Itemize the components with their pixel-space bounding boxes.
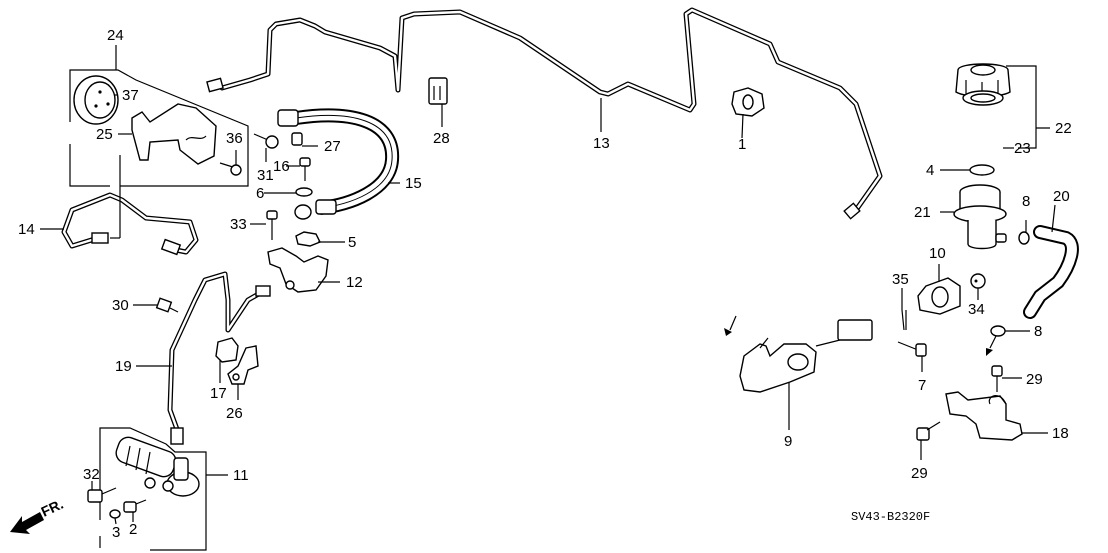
- callout-5: 5: [348, 234, 356, 251]
- callout-8b: 8: [1034, 323, 1042, 340]
- callout-19: 19: [115, 358, 132, 375]
- callout-3: 3: [112, 524, 120, 541]
- callout-labels: 24 37 25 36 31 27 16 6 33 5 12 15 28 13 …: [18, 27, 1072, 541]
- clutch-master-cylinder[interactable]: [724, 315, 873, 393]
- bleeder-screw-2[interactable]: [123, 499, 147, 513]
- bleeder-cap-3[interactable]: [109, 509, 121, 519]
- callout-31: 31: [257, 167, 274, 184]
- callout-25: 25: [96, 126, 113, 143]
- callout-2: 2: [129, 521, 137, 538]
- callout-22: 22: [1055, 120, 1072, 137]
- reservoir-tank-21[interactable]: [953, 184, 1007, 250]
- union-bolt-33[interactable]: [266, 210, 278, 240]
- callout-21: 21: [914, 204, 931, 221]
- callout-27: 27: [324, 138, 341, 155]
- bolt-31[interactable]: [253, 133, 279, 149]
- callout-8a: 8: [1022, 193, 1030, 210]
- callout-11: 11: [233, 467, 249, 484]
- callout-10: 10: [929, 245, 946, 262]
- callout-4: 4: [926, 162, 934, 179]
- washer-6[interactable]: [295, 187, 313, 197]
- front-direction-arrow: FR.: [10, 496, 66, 534]
- callout-34: 34: [968, 301, 985, 318]
- damper-assembly[interactable]: [69, 69, 249, 187]
- hose-clip-5[interactable]: [295, 231, 321, 247]
- clutch-pipe-short[interactable]: [61, 192, 199, 256]
- callout-24: 24: [107, 27, 124, 44]
- callout-6: 6: [256, 185, 264, 202]
- flange-bolt-29[interactable]: [986, 335, 1003, 392]
- master-cylinder-gasket-10[interactable]: [917, 277, 961, 315]
- flange-bolt: [230, 164, 242, 176]
- reservoir-hose-20[interactable]: [1023, 225, 1079, 319]
- pipe-clip-1[interactable]: [731, 87, 765, 117]
- callout-18: 18: [1052, 425, 1069, 442]
- hose-bracket-12[interactable]: [267, 247, 329, 293]
- hose-clamp-8[interactable]: [1018, 231, 1030, 245]
- callout-37: 37: [122, 87, 139, 104]
- reservoir-bracket-18[interactable]: [945, 391, 1023, 441]
- callout-12: 12: [346, 274, 363, 291]
- callout-7: 7: [918, 377, 926, 394]
- clutch-pipe-main[interactable]: [206, 7, 883, 220]
- bleeder-union-30[interactable]: [155, 297, 179, 313]
- hose-clamp-8b[interactable]: [990, 325, 1006, 337]
- callout-1: 1: [738, 136, 746, 153]
- grommet-34[interactable]: [970, 273, 986, 289]
- callout-36: 36: [226, 130, 243, 147]
- callout-32: 32: [83, 466, 100, 483]
- callout-29a: 29: [1026, 371, 1043, 388]
- clutch-slave-cylinder[interactable]: [99, 427, 207, 551]
- callout-9: 9: [784, 433, 792, 450]
- pipe-stay-26[interactable]: [227, 345, 259, 385]
- pipe-clip-28[interactable]: [428, 77, 448, 105]
- callout-28: 28: [433, 130, 450, 147]
- callout-17: 17: [210, 385, 227, 402]
- callout-15: 15: [405, 175, 422, 192]
- damper-bracket: [131, 103, 217, 165]
- pipe-clamp-17[interactable]: [215, 337, 239, 363]
- reservoir-float-plate-4[interactable]: [969, 164, 995, 176]
- leader-lines: [40, 45, 1056, 525]
- cotter-pin-35[interactable]: [901, 309, 907, 331]
- clutch-pipe-slave[interactable]: [167, 271, 271, 445]
- clip-27[interactable]: [291, 132, 303, 146]
- cap-seal-23[interactable]: [962, 90, 1004, 106]
- flange-bolt-29b[interactable]: [916, 421, 941, 441]
- callout-23: 23: [1014, 140, 1031, 157]
- grommet[interactable]: [294, 204, 312, 220]
- callout-26: 26: [226, 405, 243, 422]
- callout-16: 16: [273, 158, 290, 175]
- pushrod-bolt-32[interactable]: [87, 487, 117, 503]
- callout-20: 20: [1053, 188, 1070, 205]
- callout-29b: 29: [911, 465, 928, 482]
- callout-30: 30: [112, 297, 129, 314]
- clevis-pin-7[interactable]: [897, 341, 927, 357]
- front-direction-label: FR.: [39, 496, 66, 520]
- flange-bolt-16[interactable]: [299, 157, 311, 181]
- callout-14: 14: [18, 221, 35, 238]
- callout-33: 33: [230, 216, 247, 233]
- callout-35: 35: [892, 271, 909, 288]
- drawing-code: SV43-B2320F: [851, 510, 930, 524]
- clutch-flexible-hose[interactable]: [277, 108, 400, 215]
- callout-13: 13: [593, 135, 610, 152]
